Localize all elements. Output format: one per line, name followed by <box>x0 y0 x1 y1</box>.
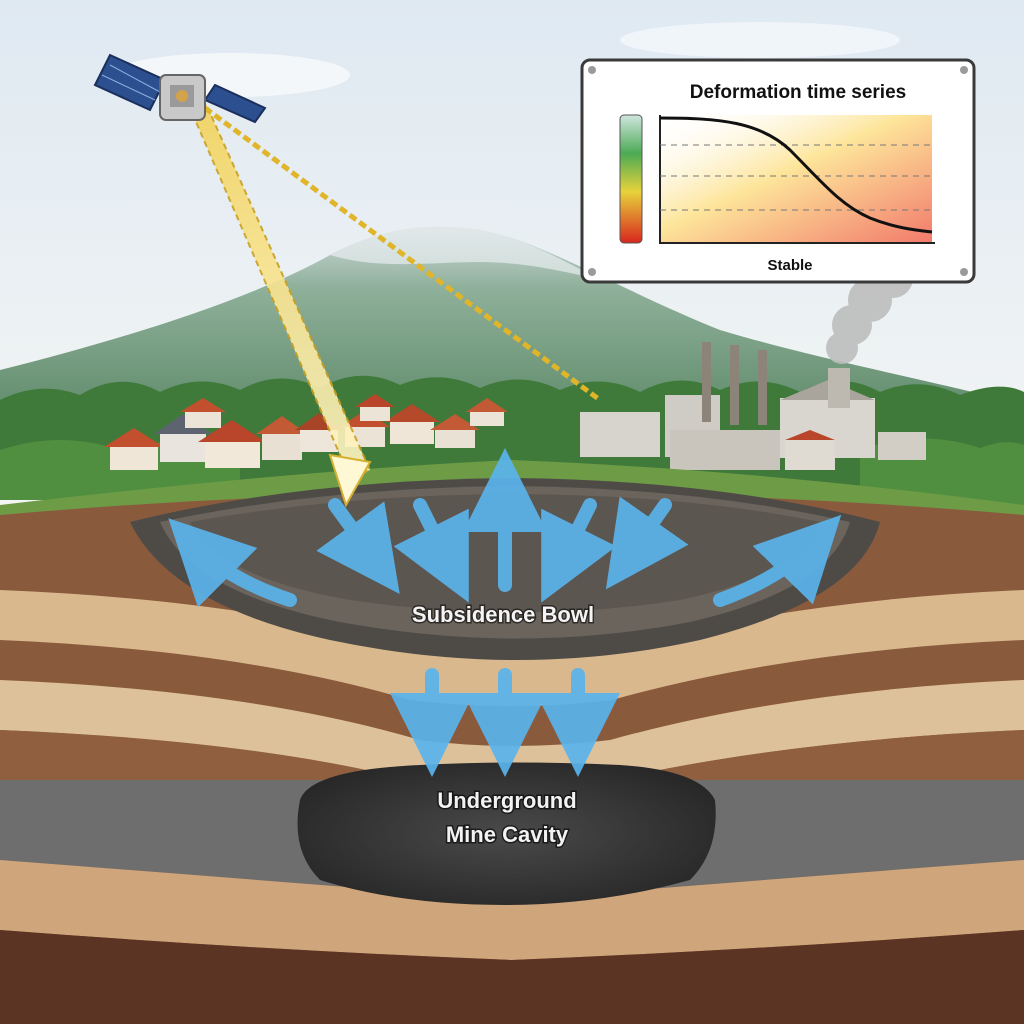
panel-screw <box>960 268 968 276</box>
arrow-in-right <box>605 496 689 590</box>
factory-icon <box>580 342 926 470</box>
house-icon <box>466 398 508 426</box>
soil-layer-light <box>0 590 1024 706</box>
cavity-label-line2: Mine Cavity <box>446 822 569 847</box>
village <box>104 394 508 470</box>
panel-stable-label: Stable <box>767 257 812 274</box>
arrow-out-left <box>168 518 297 608</box>
house-icon <box>384 404 440 444</box>
panel-title: Deformation time series <box>690 82 906 103</box>
house-icon <box>154 414 212 462</box>
soil-layer-bottom <box>0 930 1024 1024</box>
plot-area <box>660 115 932 243</box>
mountain-snow <box>330 226 600 280</box>
arrow-in-left <box>316 498 400 594</box>
soil-layer-light-2 <box>0 680 1024 785</box>
arrow-out-right <box>713 514 842 607</box>
deformation-curve <box>659 116 933 234</box>
cloud <box>620 22 900 58</box>
deformation-panel: Deformation time series Stable <box>580 58 976 284</box>
satellite-icon <box>93 53 267 124</box>
panel-screw <box>960 66 968 74</box>
bowl-label: Subsidence Bowl <box>412 602 594 627</box>
arrow-down-left <box>393 498 469 603</box>
house-icon <box>180 398 226 428</box>
house-icon <box>104 428 164 470</box>
mine-cavity <box>297 762 716 905</box>
cavity-label-line1: Underground <box>437 788 576 813</box>
house-icon <box>430 414 480 448</box>
panel-screw <box>588 268 596 276</box>
house-icon <box>198 420 266 468</box>
deformation-arrows <box>168 448 842 777</box>
house-icon <box>355 394 395 421</box>
soil-layer-mid <box>0 730 1024 785</box>
color-scale <box>619 114 643 244</box>
arrow-down-right <box>541 498 617 603</box>
soil-layer-lower <box>0 860 1024 960</box>
house-icon <box>256 416 308 460</box>
panel-screw <box>588 66 596 74</box>
